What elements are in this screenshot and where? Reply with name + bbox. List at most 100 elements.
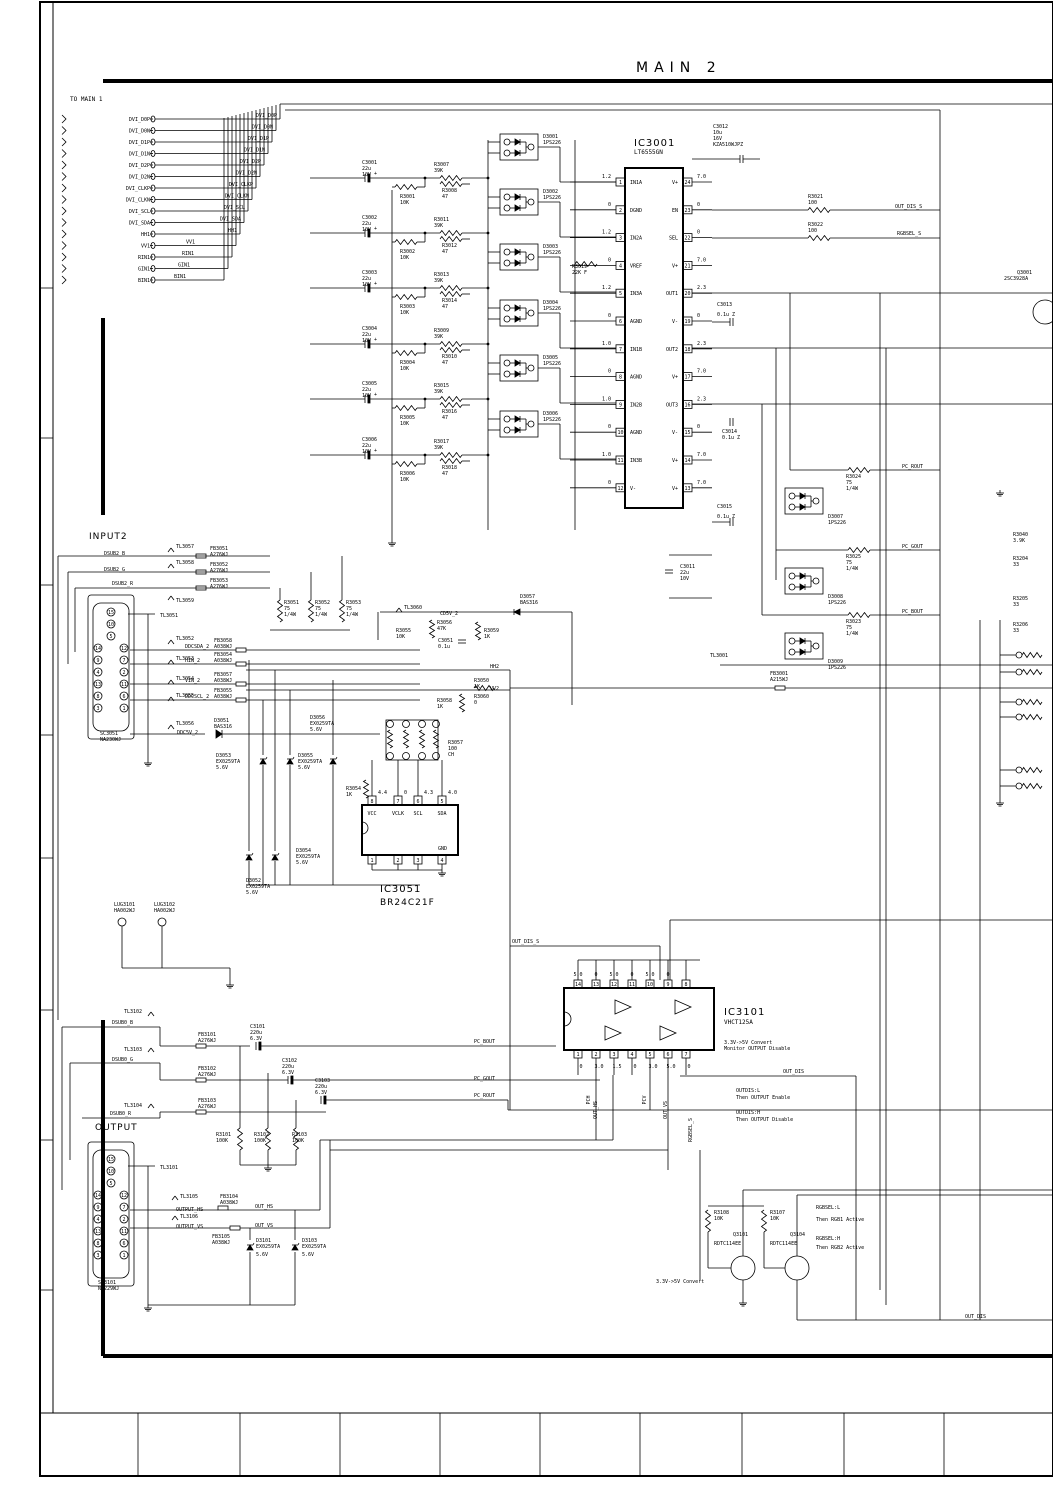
ic3001-pin-voltage: 1.2 [602, 174, 611, 180]
tl-label: TL3102 [124, 1009, 142, 1015]
clamp-diode [499, 133, 539, 161]
zener-ref: D3053 [216, 753, 231, 759]
ic3001-pin-name: OUT2 [666, 347, 678, 353]
input2-fb-part: A276WJ [210, 552, 228, 558]
ic3101-pin-voltage: 5.0 [645, 972, 654, 978]
ic3101-pin-voltage: 5.0 [609, 972, 618, 978]
bus-label-dvi_d2n: DVI_D2N [129, 175, 150, 181]
tl-label: TL3101 [160, 1165, 178, 1171]
input-cap-ref: C3003 [362, 270, 377, 276]
r3056-ref: R3056 [437, 620, 452, 626]
input2-fb-small-ref: FB3057 [214, 672, 232, 678]
ic3001-pin-voltage: 7.0 [697, 369, 706, 375]
ic3001-pin-num: 7 [619, 347, 622, 353]
ic3001-pin-voltage: 0 [608, 257, 611, 263]
dsub-pin-number: 1 [122, 1253, 125, 1259]
zener-ref: D3055 [298, 753, 313, 759]
input2-fb-small-part: A038WJ [214, 658, 232, 664]
ic3101-pin-voltage: 0 [666, 972, 669, 978]
ic3001-pin-name: IN3B [630, 458, 642, 464]
ic3051-pin-voltage: 4.3 [424, 790, 433, 796]
out-res-ref: R3024 [846, 474, 861, 480]
sheet-title: MAIN 2 [636, 60, 722, 76]
ic3001-pin-num: 18 [684, 347, 690, 353]
input2-dsub-connector [92, 602, 130, 732]
d3051-part: BAS316 [214, 724, 232, 730]
ic3001-pin-voltage: 0 [608, 313, 611, 319]
pc-gout-label: PC_GOUT [474, 1076, 495, 1082]
output-cap-value: 220u [315, 1084, 327, 1090]
ic3001-pin-num: 24 [684, 180, 690, 186]
bus-inner-label: DVI_SDA [220, 217, 241, 223]
convert-note: 3.3V->5V Convert [656, 1279, 704, 1285]
pc-out-label: PC_GOUT [902, 544, 923, 550]
zener-ref: D3056 [310, 715, 325, 721]
ic3101-pin-num: 9 [666, 982, 669, 988]
bus-label-gin1: GIN1 [138, 267, 150, 273]
series-res-value: 47 [442, 415, 448, 421]
input2-fb-small-ref: FB3058 [214, 638, 232, 644]
clamp-diode-ref: D3001 [543, 134, 558, 140]
r3055-value: 10K [396, 634, 405, 640]
input2-fb-part: A276WJ [210, 584, 228, 590]
series-res-ref: R3013 [434, 272, 449, 278]
input-cap-voltage: 10V [362, 449, 371, 455]
input2-term-res-ref: R3053 [346, 600, 361, 606]
tl-label: TL3053 [176, 656, 194, 662]
ic3051-body [361, 804, 459, 856]
bus-label-bin1: BIN1 [138, 278, 150, 284]
series-res-ref: R3014 [442, 298, 457, 304]
ic3001-pin-voltage: 2.3 [697, 341, 706, 347]
dsub-pin-number: 12 [121, 646, 127, 652]
r3021-value: 100 [808, 200, 817, 206]
tl-label: TL3059 [176, 598, 194, 604]
out-clamp-diode [784, 487, 824, 515]
output-cap-voltage: 6.3V [315, 1090, 327, 1096]
ic3051-pin-num: 8 [370, 799, 373, 805]
input2-fb-ref: FB3053 [210, 578, 228, 584]
dsub-pin-number: 13 [95, 1229, 101, 1235]
ddc5v-label: DDC5V_2 [177, 730, 198, 736]
output-cap-ref: C3102 [282, 1058, 297, 1064]
ic3101-pin-num: 10 [647, 982, 653, 988]
bus-label-dvi_scl: DVI_SCL [129, 209, 150, 215]
series-res-ref: R3011 [434, 217, 449, 223]
ic3001-pin-name: OUT1 [666, 291, 678, 297]
ic3001-pin-name: VREF [630, 263, 642, 269]
ic3001-pin-voltage: 0 [608, 369, 611, 375]
out-res-wattage: 1/4W [846, 486, 859, 492]
zener-voltage: 5.6V [256, 1252, 268, 1258]
bus-inner-label: VV1 [186, 240, 195, 246]
output-vs-label: OUTPUT_VS [176, 1224, 203, 1230]
bus-inner-label: BIN1 [174, 274, 186, 280]
input2-fb-small-part: A038WJ [214, 678, 232, 684]
ic3001-pin-num: 6 [619, 319, 622, 325]
input-cap-voltage: 10V [362, 338, 371, 344]
series-res-ref: R3010 [442, 354, 457, 360]
dsub-pin-number: 9 [96, 658, 99, 664]
ic3001-pin-voltage: 1.2 [602, 285, 611, 291]
q3001-ref: Q3001 [1017, 270, 1032, 276]
ic3001-pin-voltage: 2.3 [697, 285, 706, 291]
bus-inner-label: HH1 [228, 228, 237, 234]
ic3001-pin-voltage: 0 [697, 202, 700, 208]
r3022-value: 100 [808, 228, 817, 234]
series-res-value: 47 [442, 360, 448, 366]
ic3001-pin-name: SEL [669, 236, 678, 242]
ic3051-pin-num: 4 [440, 858, 443, 864]
shunt-res-ref: R3006 [400, 471, 415, 477]
out-clamp-diode [784, 632, 824, 660]
ic3001-pin-voltage: 1.0 [602, 452, 611, 458]
zener-ref: D3103 [302, 1238, 317, 1244]
ic3001-ref: IC3001 [634, 138, 676, 149]
series-res-ref: R3007 [434, 162, 449, 168]
shunt-res-value: 10K [400, 477, 409, 483]
r3040-ref: R3040 [1013, 532, 1028, 538]
r3057-ref: R3057 [448, 740, 463, 746]
r3054-ref: R3054 [346, 786, 361, 792]
c3011-voltage: 10V [680, 576, 689, 582]
clamp-diode [499, 410, 539, 438]
ic3101-note: 3.3V->5V Convert [724, 1040, 772, 1046]
c3014-value: 0.1u Z [722, 435, 740, 441]
